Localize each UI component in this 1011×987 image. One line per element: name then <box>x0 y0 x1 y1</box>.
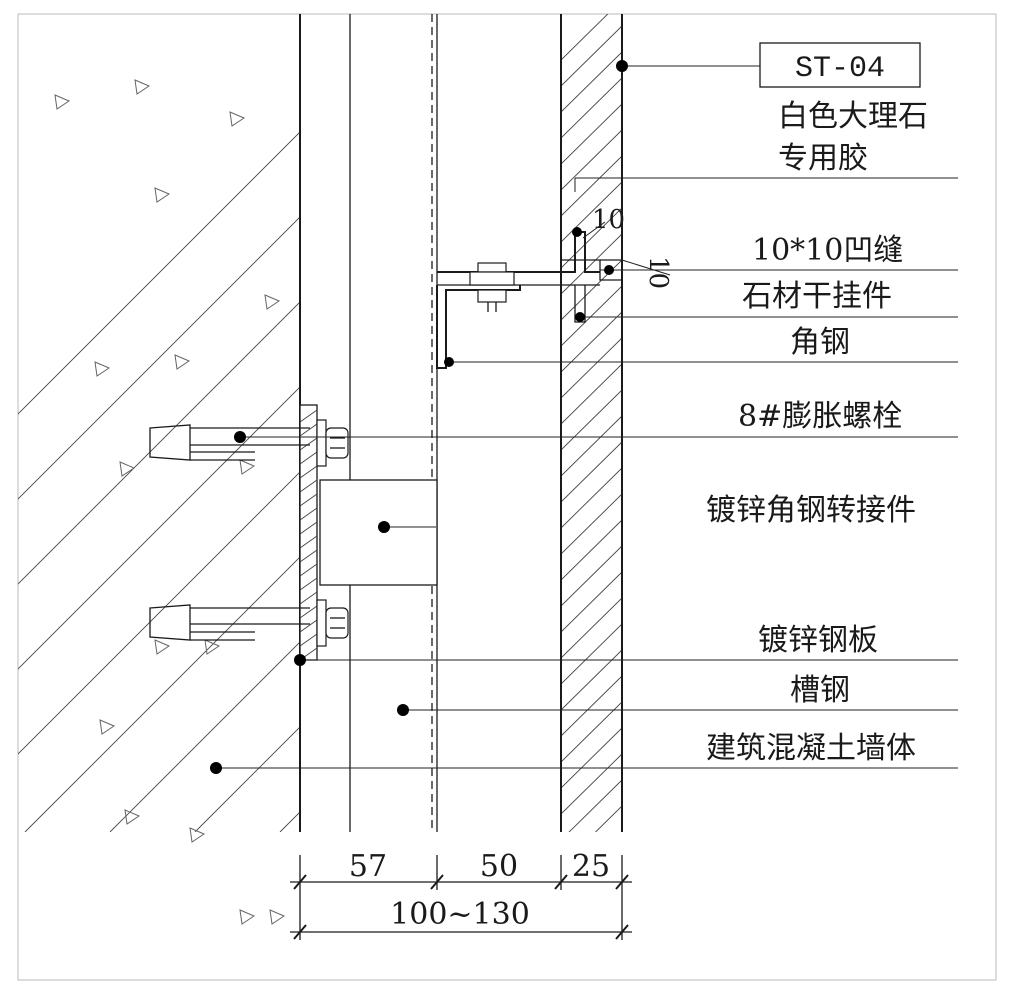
dim-57: 57 <box>349 849 387 884</box>
callout-adhesive: 专用胶 <box>778 141 868 176</box>
callout-marble: 白色大理石 <box>778 99 928 134</box>
angle-bolt <box>469 262 515 312</box>
callout-galvanized-angle-adapter: 镀锌角钢转接件 <box>706 493 916 528</box>
galvanized-angle-adapter <box>319 479 438 586</box>
material-code-box <box>759 42 921 88</box>
joint-dim-horizontal: 10 <box>592 205 625 235</box>
callout-expansion-bolt: 8#膨胀螺栓 <box>738 399 902 434</box>
dimension-lines <box>290 855 632 940</box>
callout-galvanized-steel-plate: 镀锌钢板 <box>758 623 878 658</box>
callout-concrete-wall: 建筑混凝土墙体 <box>706 731 916 766</box>
callout-angle-steel: 角钢 <box>790 325 850 360</box>
callout-stone-hanger: 石材干挂件 <box>742 279 892 314</box>
concrete-aggregate-marks <box>54 79 286 925</box>
angle-steel-shape <box>436 285 521 369</box>
callout-groove: 10*10凹缝 <box>752 233 903 268</box>
dim-25: 25 <box>572 849 610 884</box>
expansion-bolt-lower <box>149 599 349 647</box>
stone-hanger-shape <box>437 231 600 273</box>
expansion-bolt-upper <box>149 419 349 467</box>
material-code: ST-04 <box>795 52 885 86</box>
drawing-frame <box>17 13 997 981</box>
joint-dim-vertical: 10 <box>643 256 673 289</box>
leader-lines <box>216 65 958 769</box>
plate-hatch <box>299 409 318 661</box>
concrete-wall-hatch <box>18 131 300 832</box>
leader-dots <box>210 60 628 774</box>
dim-50: 50 <box>480 849 518 884</box>
marble-panel-hatch <box>561 14 622 832</box>
callout-channel-steel: 槽钢 <box>790 673 850 708</box>
dim-total: 100~130 <box>390 897 530 932</box>
